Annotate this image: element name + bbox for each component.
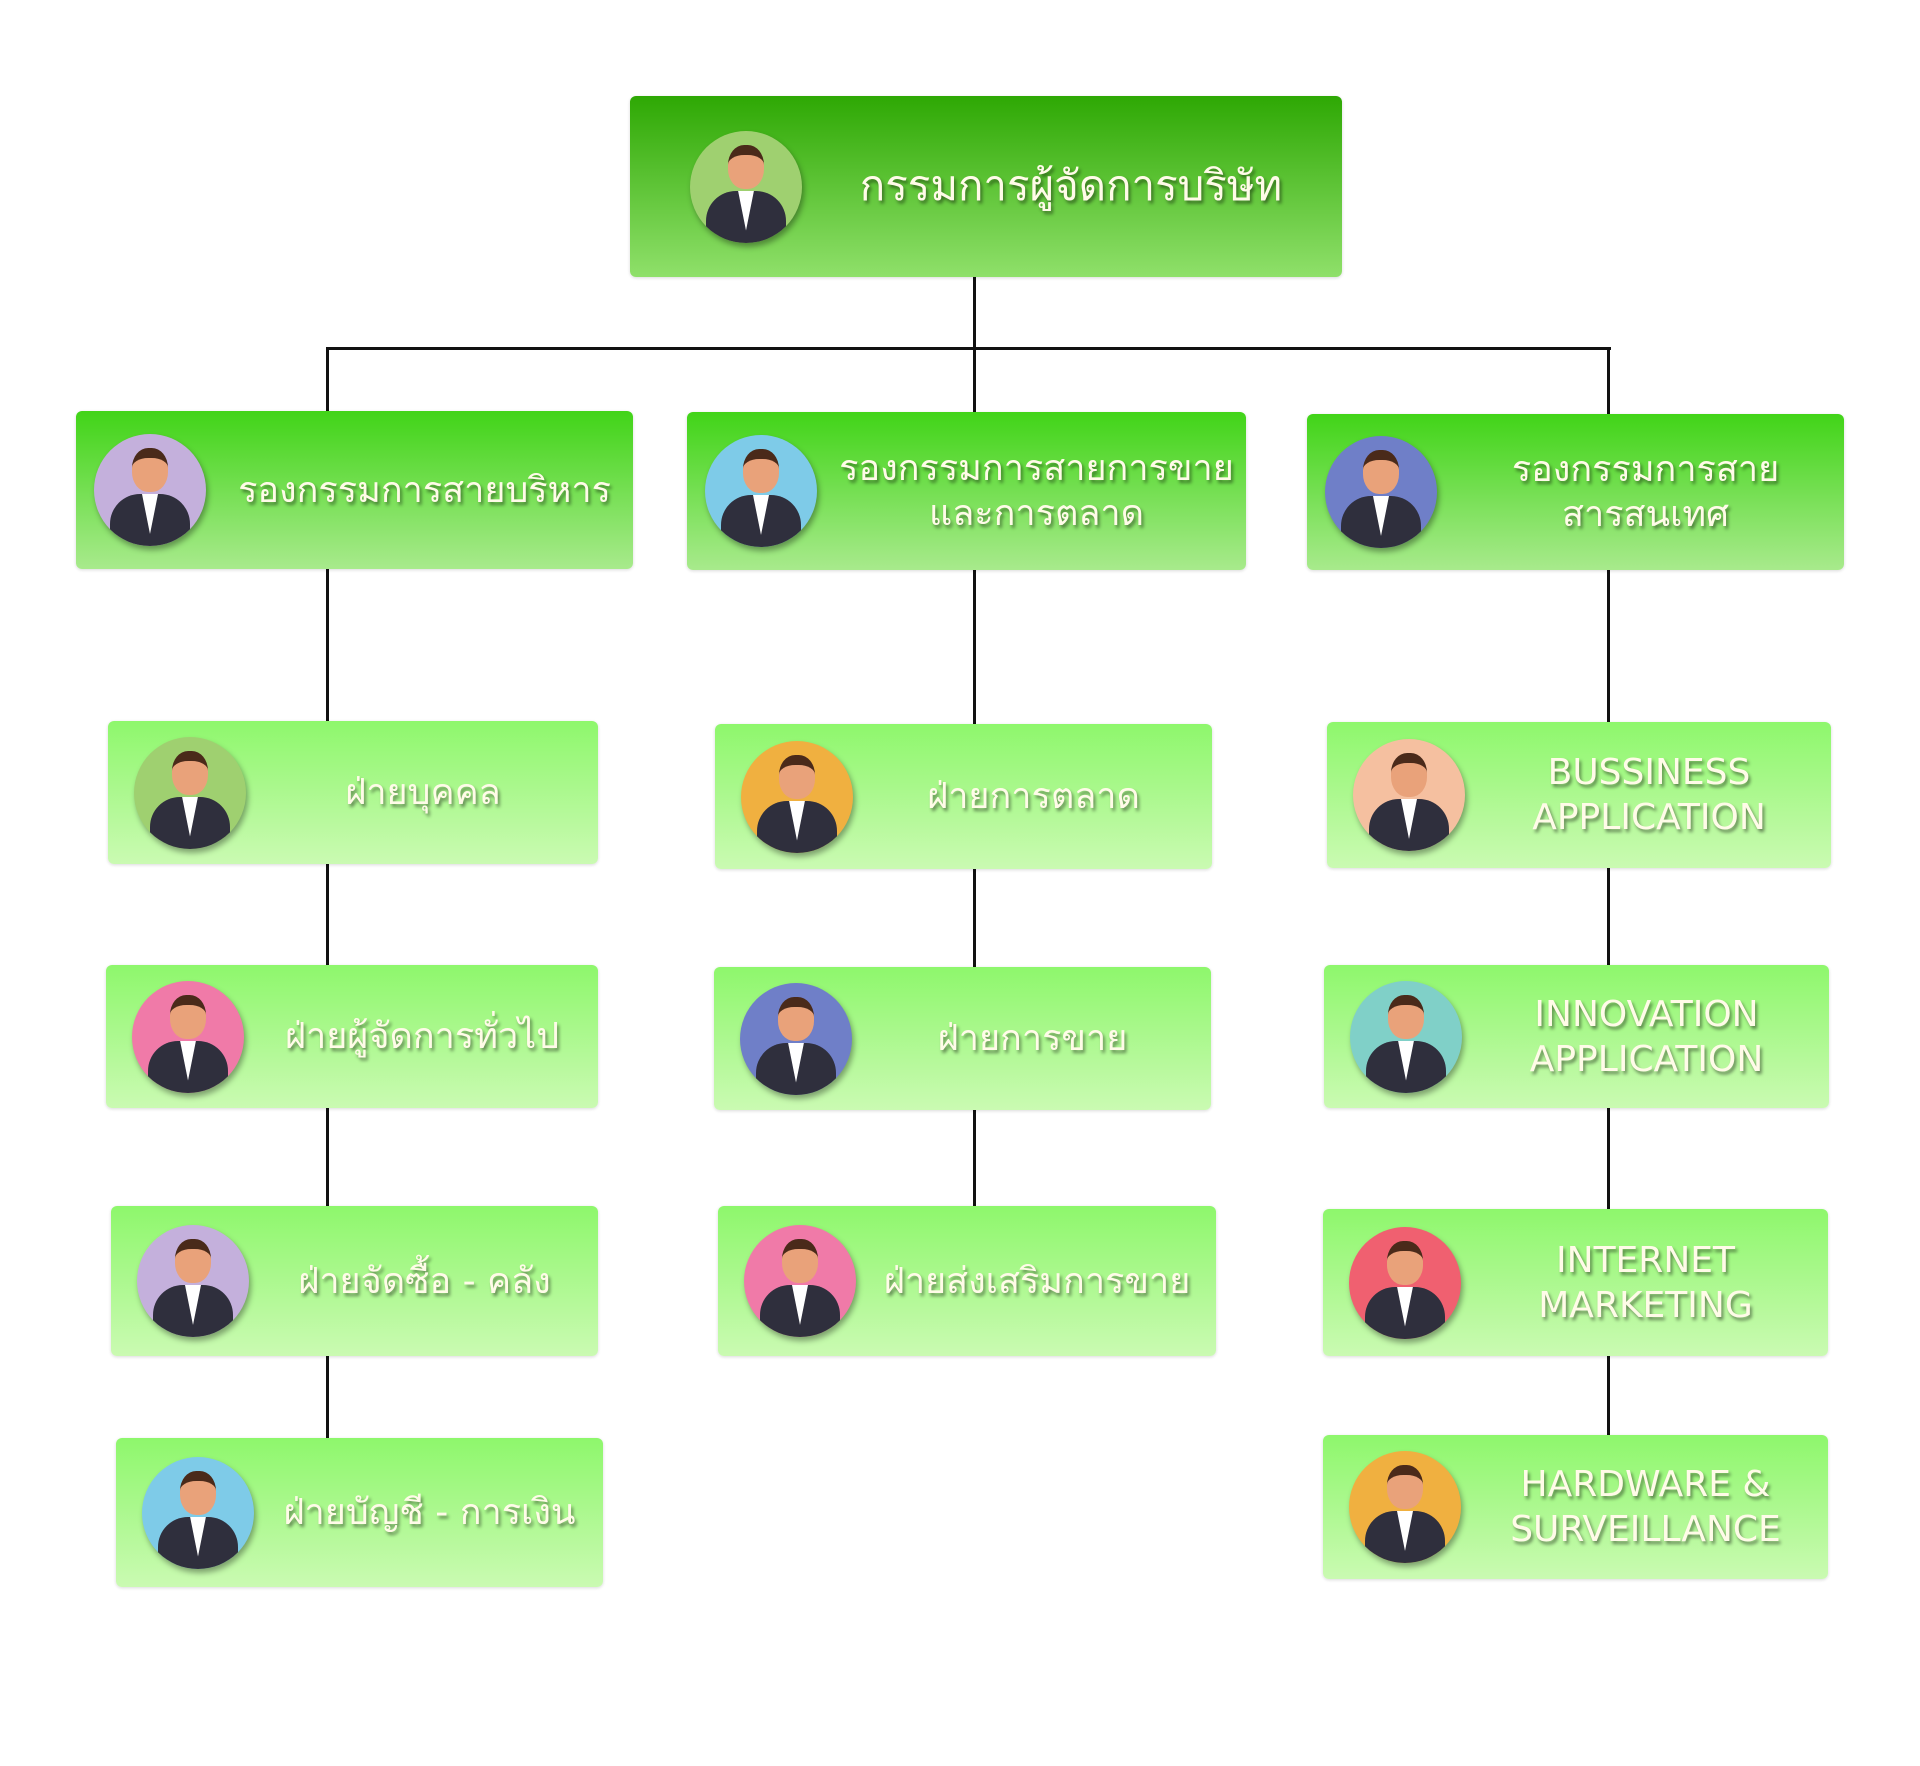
person-avatar-icon xyxy=(1325,436,1437,548)
dept-marketing-node: ฝ่ายการตลาด xyxy=(715,724,1212,869)
dept-hr-node: ฝ่ายบุคคล xyxy=(108,721,598,864)
node-label: INNOVATION APPLICATION xyxy=(1529,993,1764,1080)
dept-sales-promotion-node: ฝ่ายส่งเสริมการขาย xyxy=(718,1206,1216,1356)
node-label: ฝ่ายบุคคล xyxy=(345,772,501,813)
node-label: ฝ่ายการขาย xyxy=(937,1018,1128,1059)
dept-hardware-surveillance-node: HARDWARE & SURVEILLANCE xyxy=(1323,1435,1828,1579)
person-avatar-icon xyxy=(1349,1451,1461,1563)
person-avatar-icon xyxy=(132,980,244,1093)
person-avatar-icon xyxy=(94,434,206,546)
vp-it-node: รองกรรมการสาย สารสนเทศ xyxy=(1307,414,1844,570)
ceo-node: กรรมการผู้จัดการบริษัท xyxy=(630,96,1342,277)
dept-general-manager-node: ฝ่ายผู้จัดการทั่วไป xyxy=(106,965,598,1108)
node-label: รองกรรมการสาย สารสนเทศ xyxy=(1511,449,1780,535)
person-avatar-icon xyxy=(1349,1226,1461,1339)
node-label: INTERNET MARKETING xyxy=(1538,1239,1753,1326)
person-avatar-icon xyxy=(142,1456,254,1569)
vp-admin-node: รองกรรมการสายบริหาร xyxy=(76,411,633,569)
node-label: HARDWARE & SURVEILLANCE xyxy=(1510,1464,1781,1550)
vp-sales-node: รองกรรมการสายการขาย และการตลาด xyxy=(687,412,1246,570)
connector-line xyxy=(973,277,976,412)
dept-internet-marketing-node: INTERNET MARKETING xyxy=(1323,1209,1828,1356)
person-avatar-icon xyxy=(740,982,852,1095)
connector-line xyxy=(1607,347,1610,1435)
node-label: ฝ่ายส่งเสริมการขาย xyxy=(883,1260,1191,1302)
node-label: ฝ่ายการตลาด xyxy=(927,776,1140,817)
person-avatar-icon xyxy=(134,736,246,849)
dept-procurement-node: ฝ่ายจัดซื้อ - คลัง xyxy=(111,1206,598,1356)
node-label: ฝ่ายบัญชี - การเงิน xyxy=(283,1492,576,1533)
node-label: ฝ่ายจัดซื้อ - คลัง xyxy=(298,1260,551,1302)
person-avatar-icon xyxy=(741,740,853,853)
dept-innovation-application-node: INNOVATION APPLICATION xyxy=(1324,965,1829,1108)
node-label: รองกรรมการสายการขาย และการตลาด xyxy=(839,448,1234,534)
person-avatar-icon xyxy=(137,1225,249,1337)
node-label: ฝ่ายผู้จัดการทั่วไป xyxy=(284,1016,560,1057)
node-label: กรรมการผู้จัดการบริษัท xyxy=(859,161,1283,211)
dept-business-application-node: BUSSINESS APPLICATION xyxy=(1327,722,1831,868)
connector-line xyxy=(326,347,1611,350)
node-label: BUSSINESS APPLICATION xyxy=(1532,752,1766,838)
person-avatar-icon xyxy=(705,435,817,547)
person-avatar-icon xyxy=(1353,739,1465,851)
node-label: รองกรรมการสายบริหาร xyxy=(238,469,611,511)
dept-sales-node: ฝ่ายการขาย xyxy=(714,967,1211,1110)
person-avatar-icon xyxy=(744,1225,856,1337)
connector-line xyxy=(326,347,329,1438)
person-avatar-icon xyxy=(1350,980,1462,1093)
dept-accounting-node: ฝ่ายบัญชี - การเงิน xyxy=(116,1438,603,1587)
person-avatar-icon xyxy=(690,130,802,243)
